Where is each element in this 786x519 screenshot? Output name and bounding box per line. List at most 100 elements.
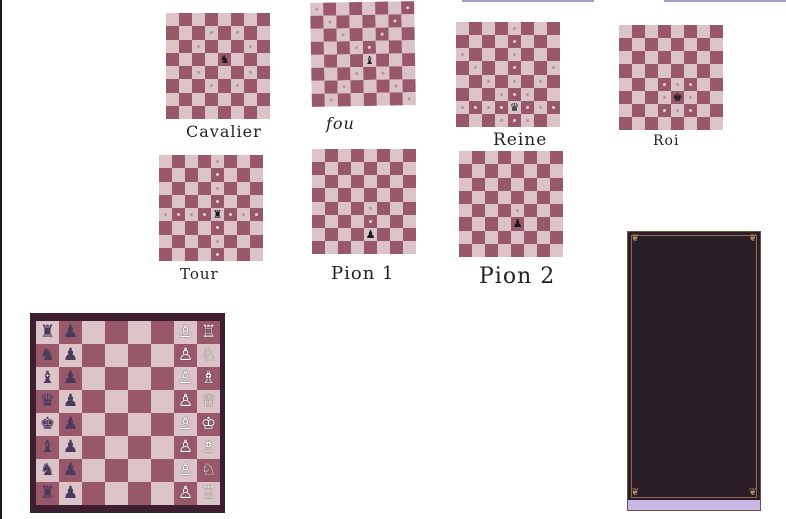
board-square[interactable]: ♟ [59, 344, 82, 367]
board-square[interactable]: ♚ [36, 413, 59, 436]
board-square[interactable] [128, 321, 151, 344]
black-pawn-icon[interactable]: ♟ [62, 437, 79, 457]
board-square[interactable] [82, 413, 105, 436]
board-square[interactable] [105, 459, 128, 482]
board-square[interactable]: ♙ [174, 367, 197, 390]
board-square[interactable] [82, 482, 105, 505]
black-queen-icon[interactable]: ♛ [39, 391, 56, 411]
board-square[interactable] [105, 390, 128, 413]
board-square[interactable] [105, 482, 128, 505]
black-knight-icon[interactable]: ♞ [39, 345, 56, 365]
board-square[interactable]: ♝ [36, 367, 59, 390]
white-pawn-icon[interactable]: ♙ [177, 368, 194, 388]
board-square[interactable]: ♕ [197, 390, 220, 413]
board-square[interactable] [151, 344, 174, 367]
white-rook-icon[interactable]: ♖ [200, 483, 217, 503]
white-pawn-icon[interactable]: ♙ [177, 483, 194, 503]
black-king-icon[interactable]: ♚ [39, 414, 56, 434]
board-square[interactable]: ♙ [174, 459, 197, 482]
board-square[interactable]: ♔ [197, 413, 220, 436]
black-pawn-icon[interactable]: ♟ [62, 368, 79, 388]
board-square[interactable]: ♟ [59, 390, 82, 413]
board-square[interactable]: ♜ [36, 321, 59, 344]
board-square[interactable] [105, 321, 128, 344]
board-square[interactable] [82, 344, 105, 367]
board-square[interactable] [128, 459, 151, 482]
board-square[interactable] [82, 367, 105, 390]
board-square[interactable]: ♞ [36, 459, 59, 482]
black-knight-icon[interactable]: ♞ [39, 460, 56, 480]
white-rook-icon[interactable]: ♖ [200, 322, 217, 342]
board-square[interactable] [105, 413, 128, 436]
white-knight-icon[interactable]: ♘ [200, 345, 217, 365]
black-rook-icon[interactable]: ♜ [39, 322, 56, 342]
white-knight-icon[interactable]: ♘ [200, 460, 217, 480]
board-square[interactable] [151, 390, 174, 413]
panel-footer-bar[interactable] [628, 500, 760, 510]
board-square[interactable]: ♙ [174, 413, 197, 436]
top-tab-right[interactable] [664, 0, 786, 2]
black-bishop-icon[interactable]: ♝ [39, 368, 56, 388]
board-square[interactable]: ♗ [197, 367, 220, 390]
black-pawn-icon[interactable]: ♟ [62, 345, 79, 365]
board-square[interactable]: ♞ [36, 344, 59, 367]
board-square[interactable]: ♟ [59, 321, 82, 344]
board-square[interactable]: ♖ [197, 321, 220, 344]
board-square[interactable] [82, 436, 105, 459]
black-pawn-icon[interactable]: ♟ [62, 391, 79, 411]
board-square[interactable] [105, 367, 128, 390]
board-square[interactable]: ♟ [59, 413, 82, 436]
board-square[interactable] [82, 321, 105, 344]
board-square[interactable]: ♙ [174, 436, 197, 459]
board-square[interactable] [128, 436, 151, 459]
board-square[interactable]: ♙ [174, 390, 197, 413]
board-square[interactable]: ♘ [197, 459, 220, 482]
board-square[interactable] [151, 436, 174, 459]
board-square[interactable] [128, 482, 151, 505]
board-square[interactable]: ♛ [36, 390, 59, 413]
board-square[interactable] [128, 390, 151, 413]
board-square[interactable] [82, 459, 105, 482]
game-board[interactable]: ♜ ♟ ♙ ♖ ♞ ♟ ♙ ♘ ♝ ♟ ♙ ♗ ♛ ♟ ♙ ♕ ♚ ♟ ♙ ♔ ♝ ♟ ♙ ♗ ♞ ♟ ♙ ♘ ♜ ♟ ♙ ♖ [36, 321, 220, 505]
board-square[interactable] [128, 344, 151, 367]
top-tab-left[interactable] [462, 0, 594, 2]
board-square[interactable]: ♜ [36, 482, 59, 505]
white-pawn-icon[interactable]: ♙ [177, 460, 194, 480]
board-square[interactable]: ♙ [174, 344, 197, 367]
black-pawn-icon[interactable]: ♟ [62, 460, 79, 480]
white-pawn-icon[interactable]: ♙ [177, 322, 194, 342]
black-pawn-icon[interactable]: ♟ [62, 414, 79, 434]
board-square[interactable] [151, 459, 174, 482]
board-square[interactable] [151, 367, 174, 390]
board-square[interactable]: ♝ [36, 436, 59, 459]
white-pawn-icon[interactable]: ♙ [177, 437, 194, 457]
board-square[interactable]: ♟ [59, 436, 82, 459]
black-pawn-icon[interactable]: ♟ [62, 322, 79, 342]
white-pawn-icon[interactable]: ♙ [177, 391, 194, 411]
board-square[interactable]: ♗ [197, 436, 220, 459]
white-queen-icon[interactable]: ♕ [200, 391, 217, 411]
black-rook-icon[interactable]: ♜ [39, 483, 56, 503]
board-square[interactable]: ♘ [197, 344, 220, 367]
board-square[interactable] [105, 344, 128, 367]
white-king-icon[interactable]: ♔ [200, 414, 217, 434]
board-square[interactable] [151, 321, 174, 344]
board-square[interactable] [105, 436, 128, 459]
board-square[interactable]: ♙ [174, 321, 197, 344]
board-square[interactable]: ♖ [197, 482, 220, 505]
white-pawn-icon[interactable]: ♙ [177, 414, 194, 434]
black-pawn-icon[interactable]: ♟ [62, 483, 79, 503]
white-bishop-icon[interactable]: ♗ [200, 368, 217, 388]
board-square[interactable]: ♟ [59, 482, 82, 505]
board-square[interactable] [151, 413, 174, 436]
white-bishop-icon[interactable]: ♗ [200, 437, 217, 457]
board-square[interactable]: ♙ [174, 482, 197, 505]
black-bishop-icon[interactable]: ♝ [39, 437, 56, 457]
board-square[interactable] [128, 367, 151, 390]
board-square[interactable] [151, 482, 174, 505]
board-square[interactable] [82, 390, 105, 413]
white-pawn-icon[interactable]: ♙ [177, 345, 194, 365]
board-square[interactable] [128, 413, 151, 436]
board-square[interactable]: ♟ [59, 459, 82, 482]
board-square[interactable]: ♟ [59, 367, 82, 390]
